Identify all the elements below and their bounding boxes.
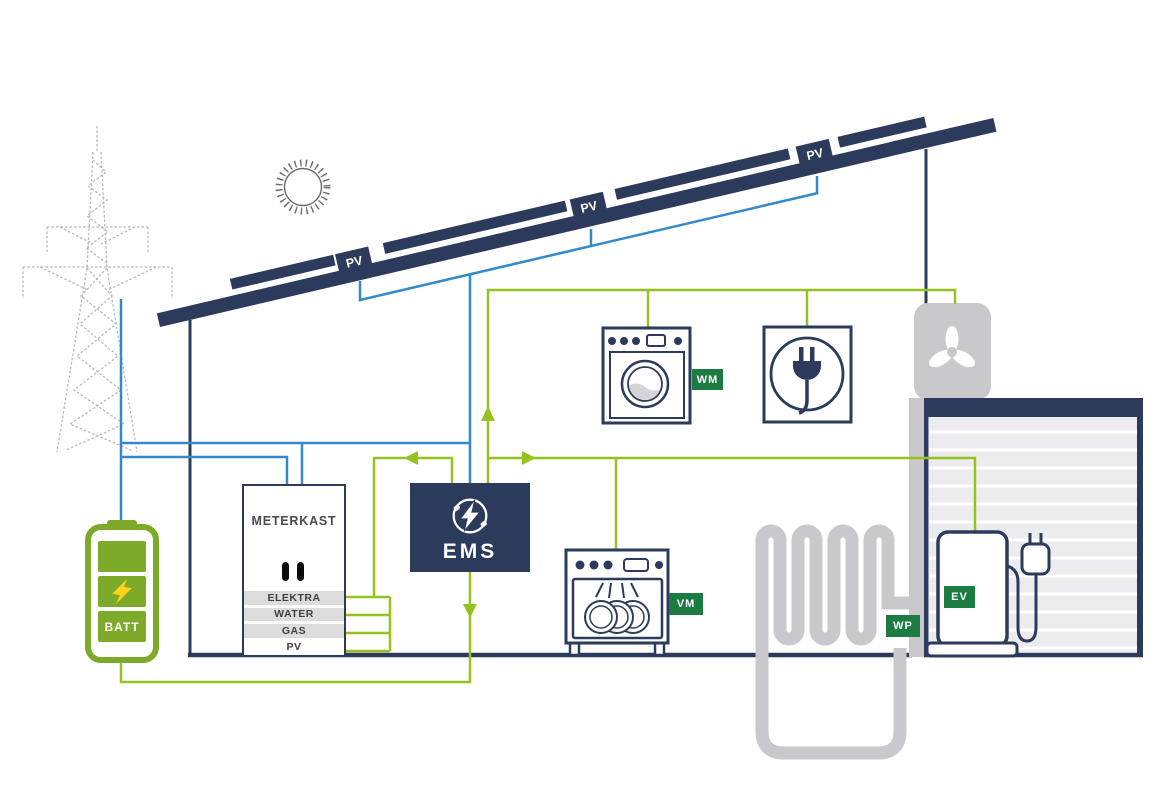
- arrow-down-icon: [463, 604, 477, 618]
- meter-element-icon: [282, 562, 289, 581]
- solar-panel-strip: [229, 254, 336, 290]
- garage-left-frame: [924, 417, 929, 653]
- dishwasher-icon: [564, 548, 670, 657]
- garage-right-frame: [1137, 398, 1143, 655]
- pv-label-2: PV: [569, 191, 609, 222]
- pv-label-1-text: PV: [345, 253, 365, 271]
- garage-header: [924, 398, 1143, 417]
- battery-label: BATT: [104, 620, 139, 634]
- green-energy-lines: [119, 288, 977, 684]
- pv-label-3-text: PV: [805, 146, 825, 164]
- ventilation-duct: [909, 398, 924, 657]
- ems-box: EMS: [410, 483, 530, 572]
- pv-label-2-text: PV: [579, 198, 599, 216]
- sun-icon: [275, 159, 331, 215]
- meterkast-title: METERKAST: [251, 514, 337, 528]
- pv-label-1: PV: [335, 246, 374, 277]
- dishwasher-badge: VM: [669, 593, 703, 615]
- meterkast-connection-ladder: [346, 595, 392, 653]
- power-pylon-icon: [22, 126, 173, 453]
- ems-energy-icon: [452, 498, 488, 534]
- meter-element-icon: [297, 562, 304, 581]
- solar-panel-strip: [837, 116, 927, 148]
- meterkast-row-pv: PV: [286, 641, 302, 654]
- heat-pump-badge: WP: [886, 615, 920, 637]
- line-grid-to-meterkast-1: [121, 455, 289, 485]
- washing-machine-badge: WM: [692, 369, 723, 390]
- plug-socket-icon: [762, 325, 853, 424]
- solar-panel-strip: [614, 148, 791, 200]
- ventilation-unit-icon: [914, 303, 991, 400]
- line-ems-to-ev: [488, 456, 977, 534]
- ems-label: EMS: [442, 540, 498, 563]
- pv-collector-line: [358, 191, 819, 302]
- washing-machine-icon: [601, 326, 692, 425]
- lightning-bolt-icon: [112, 579, 132, 604]
- meterkast-box: METERKAST ELEKTRA WATER GAS PV: [242, 484, 346, 657]
- plates: [584, 600, 650, 634]
- line-ems-to-battery: [119, 571, 472, 684]
- solar-panel-strip: [382, 200, 568, 254]
- ev-charger-badge: EV: [944, 586, 975, 608]
- battery-icon: BATT: [85, 520, 159, 663]
- fan-icon: [929, 326, 975, 368]
- meterkast-rows: ELEKTRA WATER GAS PV: [244, 591, 344, 654]
- arrow-up-icon: [481, 406, 495, 421]
- meterkast-row-elektra: ELEKTRA: [244, 591, 344, 605]
- arrow-right-icon: [522, 451, 536, 465]
- meterkast-row-gas: GAS: [244, 624, 344, 638]
- meterkast-row-water: WATER: [244, 607, 344, 621]
- roof-with-solar-panels: PV PV PV: [156, 116, 997, 327]
- roof-bar: [156, 117, 997, 327]
- blue-power-lines: [119, 176, 819, 527]
- heat-pump-icon: [755, 524, 917, 760]
- pv-label-3: PV: [795, 138, 834, 170]
- line-ems-to-appliance-bus: [486, 288, 957, 483]
- arrow-left-icon: [404, 451, 418, 465]
